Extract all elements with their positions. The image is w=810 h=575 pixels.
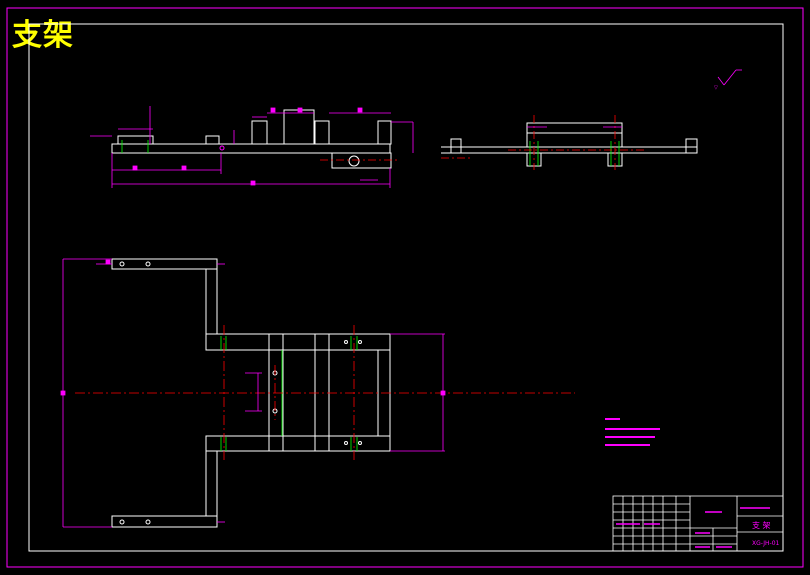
outer-sheet-border — [6, 7, 804, 568]
front-view-dimensions — [90, 106, 414, 188]
surface-roughness-symbol: ▽ — [714, 69, 742, 91]
side-view-fasteners — [529, 141, 620, 166]
side-view-centerlines — [441, 115, 644, 170]
title-block-drawing-number: XG-JH-01 — [752, 540, 780, 547]
top-view-centerlines — [75, 325, 575, 460]
technical-notes — [605, 418, 660, 446]
side-view — [441, 122, 698, 167]
svg-text:▽: ▽ — [714, 85, 718, 91]
front-view-fasteners — [121, 140, 149, 153]
title-block-marks — [616, 507, 770, 548]
inner-drawing-frame — [28, 23, 784, 552]
title-block — [612, 495, 784, 552]
top-view-dimensions — [60, 258, 446, 528]
top-view-fasteners — [220, 336, 358, 451]
front-view — [111, 109, 392, 169]
title-block-part-name: 支 架 — [752, 520, 771, 530]
